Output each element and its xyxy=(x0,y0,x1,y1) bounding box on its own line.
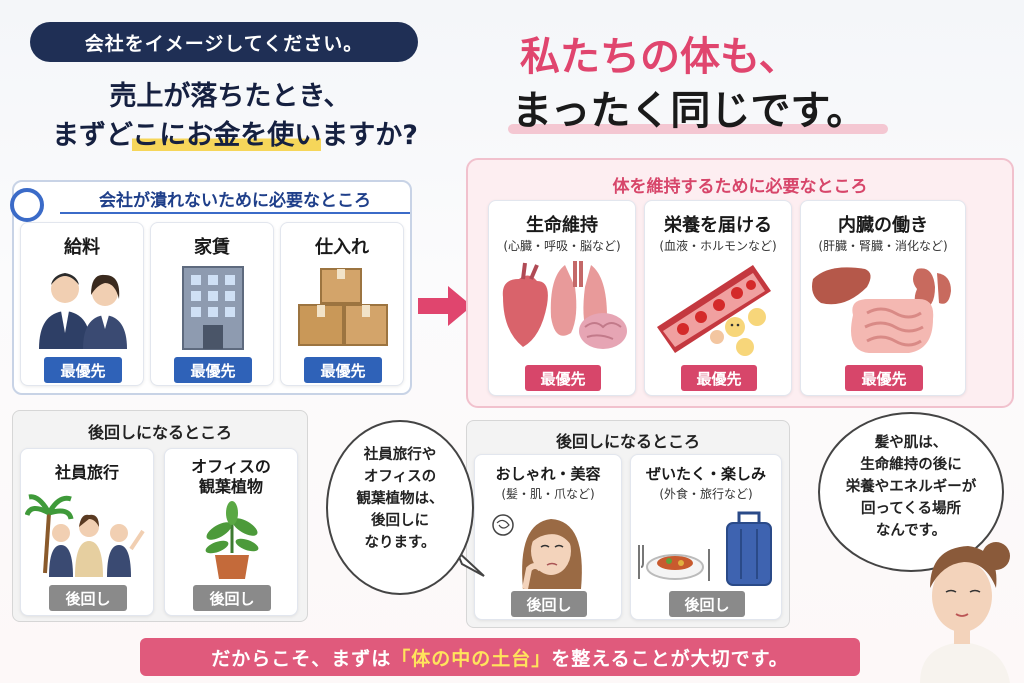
later-tag: 後回し xyxy=(49,585,127,611)
card-beauty: おしゃれ・美容 (髪・肌・爪など) 後回し xyxy=(474,454,622,620)
company-priority-title: 会社が潰れないために必要なところ xyxy=(99,191,371,211)
conclusion-banner: だからこそ、まずは「体の中の土台」を整えることが大切です。 xyxy=(140,638,860,676)
card-organ-function: 内臓の働き (肝臓・腎臓・消化など) 最優先 xyxy=(800,200,966,396)
presenter-woman-icon xyxy=(920,542,1010,683)
card-title-line-2: 観葉植物 xyxy=(198,477,263,496)
company-priority-rule xyxy=(60,212,410,214)
conclusion-text-2: を整えることが大切です。 xyxy=(551,647,789,670)
card-subtitle: (肝臓・腎臓・消化など) xyxy=(818,239,948,253)
card-title: 仕入れ xyxy=(315,237,369,258)
card-subtitle: (血液・ホルモンなど) xyxy=(659,239,777,253)
card-title-line-1: オフィスの xyxy=(191,457,271,476)
later-tag: 後回し xyxy=(511,591,587,617)
question-line-1: 売上が落ちたとき、 xyxy=(109,81,351,112)
priority-tag: 最優先 xyxy=(525,365,601,391)
bubble-line: 髪や肌は、 xyxy=(874,435,948,451)
question-part-1: まずど xyxy=(52,120,133,151)
body-later-title: 後回しになるところ xyxy=(555,432,700,451)
card-company-trip: 社員旅行 後回し xyxy=(20,448,154,616)
bubble-line: オフィスの xyxy=(363,469,437,485)
later-tag: 後回し xyxy=(193,585,271,611)
card-title: 栄養を届ける xyxy=(664,215,772,236)
heart-lungs-brain-icon xyxy=(502,261,627,349)
card-title: ぜいたく・楽しみ xyxy=(645,465,766,483)
card-rent: 家賃 最優先 xyxy=(150,222,274,386)
card-title: 生命維持 xyxy=(526,215,598,236)
potted-plant-icon xyxy=(205,501,259,579)
priority-tag: 最優先 xyxy=(845,365,923,391)
card-luxury: ぜいたく・楽しみ (外食・旅行など) 後回し xyxy=(630,454,782,620)
card-subtitle: (髪・肌・爪など) xyxy=(501,487,595,501)
speech-bubble-left-text: 社員旅行や オフィスの 観葉植物は、 後回しに なります。 xyxy=(338,444,462,554)
company-later-title: 後回しになるところ xyxy=(87,423,232,442)
bubble-line: 後回しに xyxy=(371,513,429,529)
priority-tag: 最優先 xyxy=(44,357,122,383)
blood-vessel-icon xyxy=(657,265,771,356)
question-part-3: ますか? xyxy=(321,120,418,151)
priority-tag: 最優先 xyxy=(304,357,382,383)
meal-suitcase-icon xyxy=(638,511,772,586)
main-title-line-1: 私たちの体も、 xyxy=(520,34,799,80)
arrow-right-icon xyxy=(418,286,472,326)
card-title: 社員旅行 xyxy=(54,463,119,482)
priority-tag: 最優先 xyxy=(681,365,757,391)
speech-bubble-left xyxy=(326,420,474,595)
bubble-line: 回ってくる場所 xyxy=(860,501,962,517)
card-subtitle: (心臓・呼吸・脳など) xyxy=(503,239,621,253)
instruction-pill: 会社をイメージしてください。 xyxy=(30,22,418,62)
priority-tag: 最優先 xyxy=(174,357,252,383)
bubble-line: 観葉植物は、 xyxy=(356,491,444,507)
liver-kidney-intestine-icon xyxy=(812,267,951,353)
card-office-plant: オフィスの 観葉植物 後回し xyxy=(164,448,298,616)
question-line-2: まずどこにお金を使いますか? xyxy=(20,113,450,152)
card-title: 家賃 xyxy=(194,237,230,258)
card-salary: 給料 最優先 xyxy=(20,222,144,386)
company-trip-icon xyxy=(25,494,145,577)
conclusion-text-1: だからこそ、まずは xyxy=(211,647,392,670)
bubble-line: 社員旅行や xyxy=(363,447,437,463)
speech-bubble-right xyxy=(818,412,1004,572)
bubble-line: なんです。 xyxy=(875,523,947,539)
bubble-line: なります。 xyxy=(364,535,436,551)
conclusion-highlight: 「体の中の土台」 xyxy=(391,647,552,670)
card-title: 給料 xyxy=(64,237,100,258)
later-tag: 後回し xyxy=(669,591,745,617)
body-priority-title: 体を維持するために必要なところ xyxy=(612,177,868,197)
employees-icon xyxy=(39,273,127,349)
bubble-line: 生命維持の後に xyxy=(860,457,962,473)
card-nutrient-delivery: 栄養を届ける (血液・ホルモンなど) 最優先 xyxy=(644,200,792,396)
card-title: 内臓の働き xyxy=(838,215,928,236)
title-underline xyxy=(508,124,888,134)
bubble-line: 栄養やエネルギーが xyxy=(845,479,977,495)
main-title-line-2: まったく同じです。 xyxy=(512,88,867,134)
worried-woman-icon xyxy=(492,514,582,589)
speech-bubble-right-text: 髪や肌は、 生命維持の後に 栄養やエネルギーが 回ってくる場所 なんです。 xyxy=(828,432,994,542)
instruction-text: 会社をイメージしてください。 xyxy=(84,32,364,55)
office-building-icon xyxy=(182,266,244,350)
card-subtitle: (外食・旅行など) xyxy=(659,487,753,501)
question-highlight: こにお金を使い xyxy=(132,120,322,151)
card-title: おしゃれ・美容 xyxy=(495,465,601,483)
cardboard-boxes-icon xyxy=(298,268,388,346)
circle-marker-icon xyxy=(10,188,44,222)
card-life-support: 生命維持 (心臓・呼吸・脳など) 最優先 xyxy=(488,200,636,396)
card-stock: 仕入れ 最優先 xyxy=(280,222,404,386)
